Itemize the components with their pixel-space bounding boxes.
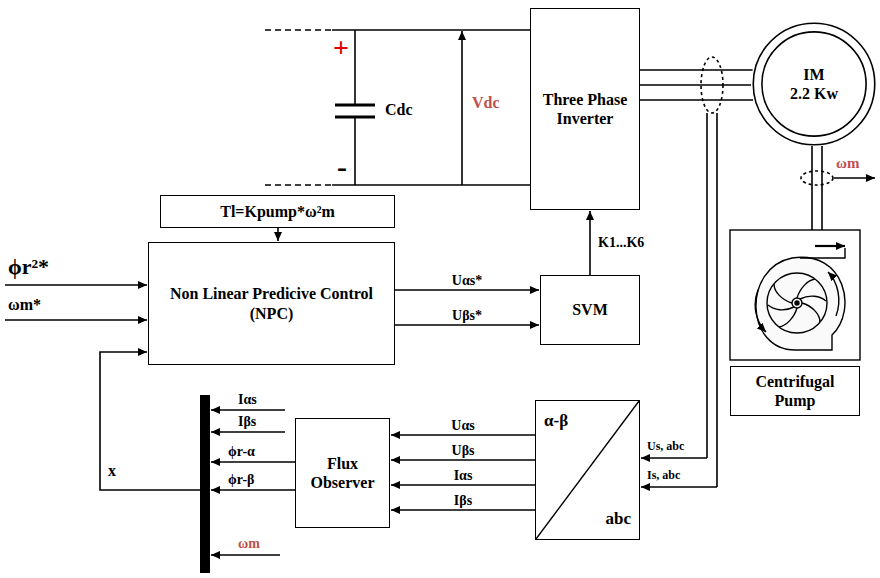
box-text: Tl=Kpump*ω²m <box>220 202 335 221</box>
mux-bus <box>200 395 210 573</box>
signal-name: x <box>108 462 116 480</box>
connector-line <box>395 324 539 326</box>
polarity-sign: - <box>337 150 347 185</box>
signal-connector <box>278 228 279 241</box>
signal-name: Uαs* <box>450 273 484 288</box>
signal-name: Uαs <box>449 418 476 433</box>
connector-line <box>277 228 279 241</box>
signal-connector <box>395 290 539 291</box>
signal-connector <box>395 325 539 326</box>
motor-outline <box>752 22 876 146</box>
signal-connector <box>590 211 591 275</box>
box-text: α-β <box>544 411 568 431</box>
signal-name: Uβs <box>450 443 477 458</box>
box-text: Non Linear Predicive Control (NPC) <box>155 284 388 322</box>
connector-line <box>640 84 751 86</box>
connector-line <box>640 69 753 71</box>
signal-name: ωm* <box>8 296 41 314</box>
connector-line <box>391 434 535 436</box>
signal-name: Iβs <box>238 414 256 430</box>
connector-line <box>391 459 535 461</box>
signal-name: Iαs <box>238 392 257 408</box>
box-text: Centrifugal Pump <box>737 372 853 410</box>
connector-line <box>640 99 753 101</box>
observer-box: Flux Observer <box>295 418 390 528</box>
box-text: IM <box>803 65 824 84</box>
connector-line <box>589 211 591 275</box>
signal-name: ωm <box>238 536 260 552</box>
signal-name: Uβs* <box>450 308 484 323</box>
signal-name: ωm <box>836 155 859 172</box>
pump-illustration <box>730 230 860 360</box>
signal-name: ϕr-β <box>228 472 254 488</box>
connector-line <box>391 509 535 511</box>
signal-name: K1...K6 <box>596 235 646 250</box>
signal-connector <box>391 435 535 436</box>
signal-connector <box>640 70 753 100</box>
transform-box: α-β abc <box>535 400 640 540</box>
box-text: Flux Observer <box>302 454 383 492</box>
modulator-box: SVM <box>540 275 640 345</box>
signal-name: Iβs <box>452 493 474 508</box>
load-torque-box: Tl=Kpump*ω²m <box>160 195 395 228</box>
signal-name: Vdc <box>472 94 500 112</box>
connector-line <box>395 289 539 291</box>
component-name: Cdc <box>385 101 413 119</box>
signal-name: Is, abc <box>647 469 680 483</box>
connector-line <box>391 484 535 486</box>
polarity-sign: + <box>333 32 349 64</box>
controller-box: Non Linear Predicive Control (NPC) <box>148 242 395 365</box>
signal-name: Us, abc <box>647 440 684 454</box>
box-text: 2.2 Kw <box>790 84 838 103</box>
motor-circle: IM2.2 Kw <box>752 22 876 146</box>
signal-connector <box>391 460 535 461</box>
signal-name: Iαs <box>452 468 475 483</box>
signal-name: ϕr²* <box>8 254 49 279</box>
inverter-box: Three Phase Inverter <box>530 8 640 210</box>
signal-connector <box>391 510 535 511</box>
signal-name: ϕr-α <box>228 444 255 460</box>
box-text: SVM <box>572 300 608 319</box>
box-text: abc <box>606 509 632 529</box>
pump-name-box: Centrifugal Pump <box>730 366 860 416</box>
signal-connector <box>391 485 535 486</box>
box-text: Three Phase Inverter <box>537 90 633 128</box>
